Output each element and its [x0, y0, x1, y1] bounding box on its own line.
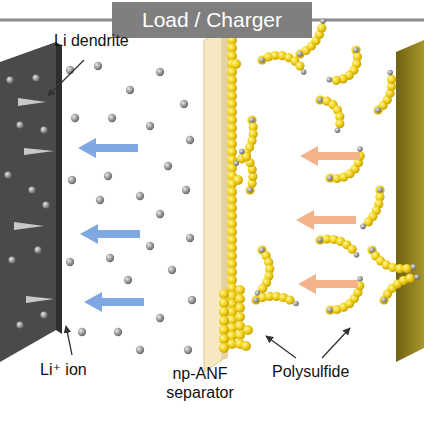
polysulfide-chain [257, 51, 306, 75]
box-label: Load / Charger [142, 8, 282, 32]
polysulfide-chain [251, 292, 298, 307]
leader-lines [48, 60, 350, 358]
separator-label: np-ANF separator [164, 364, 236, 402]
polysulfide-label: Polysulfide [272, 362, 349, 381]
polysulfide-arrows [296, 146, 360, 294]
polysulfide-chains [233, 18, 419, 314]
polysulfide-chain [373, 70, 396, 115]
polysulfide-chain [367, 245, 416, 273]
anode-lithium-dots [5, 75, 50, 329]
sulfur-cathode [396, 40, 424, 362]
ion-label: Li⁺ ion [40, 360, 87, 379]
polysulfide-chain [315, 95, 344, 133]
polysulfide-chain [360, 185, 384, 229]
li-ion-arrows [78, 138, 144, 312]
load-charger-box: Load / Charger [112, 2, 312, 38]
polysulfide-chain [233, 115, 257, 166]
li-ions [66, 62, 196, 354]
polysulfide-chain [379, 274, 419, 305]
polysulfide-chain [315, 234, 359, 257]
polysulfide-chain [239, 149, 257, 195]
polysulfide-chain [325, 146, 364, 183]
dendrite-label: Li dendrite [54, 31, 129, 50]
polysulfide-chain [255, 245, 275, 296]
dendrites [14, 98, 54, 303]
polysulfide-chain [327, 45, 363, 85]
lithium-anode [0, 42, 56, 362]
